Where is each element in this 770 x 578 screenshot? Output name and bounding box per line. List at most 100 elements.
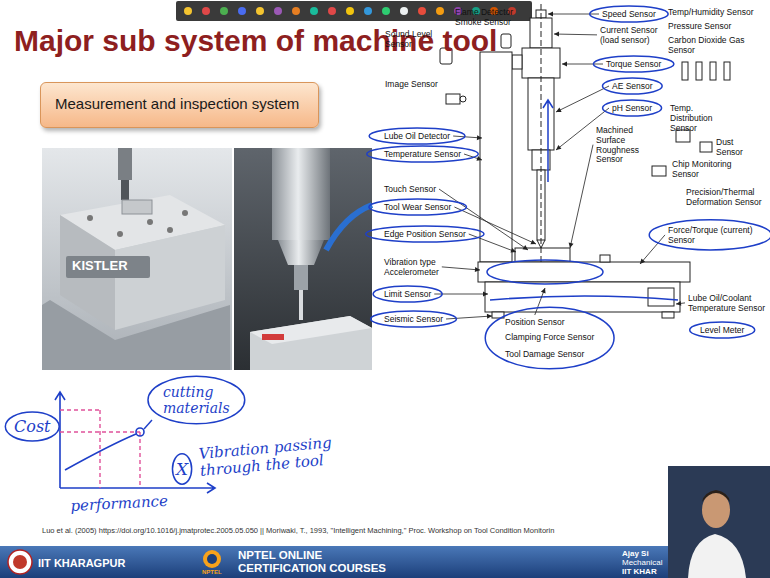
sensor-label: Vibration type Accelerometer bbox=[384, 257, 439, 277]
spindle-photo bbox=[234, 148, 372, 370]
sensor-label: Chip Monitoring Sensor bbox=[672, 159, 732, 179]
handwritten-circle bbox=[148, 376, 245, 424]
machine-tool-drawing bbox=[648, 288, 674, 306]
presenter-webcam bbox=[688, 534, 746, 578]
machine-tool-drawing bbox=[682, 62, 688, 80]
spindle-photo bbox=[272, 148, 330, 240]
dynamometer-photo bbox=[182, 210, 188, 216]
sensor-label: Touch Sensor bbox=[384, 185, 468, 195]
pen-toolbar bbox=[202, 7, 210, 15]
sensor-label: Tool Damage Sensor bbox=[505, 350, 605, 360]
handwritten-note: Vibration passing through the tool bbox=[198, 433, 332, 480]
presenter-name: Ajay Si bbox=[622, 549, 672, 558]
footer-text: NPTEL ONLINE CERTIFICATION COURSES bbox=[238, 549, 386, 574]
sensor-label: Tool Damage Sensor bbox=[505, 349, 584, 359]
machine-tool-drawing bbox=[652, 166, 666, 176]
sensor-label: Chip Monitoring Sensor bbox=[672, 160, 742, 180]
sensor-label: Level Meter bbox=[700, 325, 744, 335]
sensor-label: Dust Sensor bbox=[716, 138, 756, 158]
sensor-label: Limit Sensor bbox=[384, 289, 431, 299]
sensor-label: Vibration type Accelerometer bbox=[384, 258, 450, 278]
handwritten-marks bbox=[487, 260, 603, 284]
pen-toolbar bbox=[220, 7, 228, 15]
handwritten-circle bbox=[690, 322, 755, 338]
sensor-label: Flame Detector Smoke Sensor bbox=[455, 8, 521, 28]
leader-arrowhead bbox=[548, 12, 553, 17]
footer-bar bbox=[0, 546, 770, 578]
photo-text: KISTLER bbox=[72, 258, 128, 273]
sensor-label: Force/Torque (current) Sensor bbox=[668, 226, 766, 246]
handwritten-note: X bbox=[176, 460, 196, 480]
handwritten-note: cutting materials bbox=[163, 384, 230, 416]
dynamometer-photo bbox=[121, 180, 129, 200]
leader-arrowhead bbox=[541, 288, 546, 294]
handwritten-circle bbox=[371, 311, 457, 327]
footer-bar bbox=[203, 550, 221, 568]
citation: Luo et al. (2005) https://doi.org/10.101… bbox=[42, 526, 554, 535]
cost-performance-sketch bbox=[60, 410, 140, 488]
pen-toolbar bbox=[310, 7, 318, 15]
dynamometer-photo bbox=[147, 219, 153, 225]
sensor-label: Temperature Sensor bbox=[384, 150, 468, 160]
handwritten-note: cutting materials bbox=[163, 384, 229, 416]
leader-line bbox=[548, 14, 599, 15]
machine-tool-drawing bbox=[480, 52, 512, 262]
machine-tool-drawing bbox=[478, 262, 690, 282]
sensor-label: Force/Torque (current) Sensor bbox=[668, 225, 753, 245]
cost-performance-sketch bbox=[65, 434, 136, 470]
machine-tool-drawing bbox=[446, 94, 460, 104]
dynamometer-photo bbox=[42, 148, 232, 370]
sensor-label: Temp/Humidity Sensor bbox=[668, 7, 754, 17]
sensor-label: Clamping Force Sensor bbox=[505, 333, 605, 343]
sensor-label: Tool Wear Sensor bbox=[384, 203, 468, 213]
leader-line bbox=[570, 145, 593, 248]
sensor-label: Machined Surface Roughness Sensor bbox=[596, 126, 650, 165]
presenter-name: Ajay Si bbox=[622, 549, 649, 558]
leader-arrowhead bbox=[640, 259, 645, 264]
leader-arrowhead bbox=[476, 156, 482, 161]
leader-arrowhead bbox=[569, 243, 574, 248]
spindle-photo bbox=[326, 205, 372, 250]
pen-toolbar bbox=[382, 7, 390, 15]
pen-toolbar bbox=[400, 7, 408, 15]
machine-tool-drawing bbox=[501, 34, 511, 48]
machine-tool-drawing bbox=[512, 55, 522, 69]
pen-toolbar bbox=[418, 7, 426, 15]
dynamometer-photo bbox=[117, 231, 123, 237]
pen-toolbar bbox=[184, 7, 192, 15]
pen-toolbar bbox=[436, 7, 444, 15]
leader-arrowhead bbox=[554, 32, 559, 37]
cost-performance-sketch bbox=[136, 428, 144, 436]
sensor-label: Temp. Distribution Sensor bbox=[670, 103, 713, 133]
leader-line bbox=[556, 86, 609, 112]
leader-arrowhead bbox=[530, 240, 536, 245]
presenter-name: IIT KHAR bbox=[622, 567, 672, 576]
machine-tool-drawing bbox=[600, 255, 610, 262]
handwritten-circle bbox=[366, 226, 484, 242]
sensor-label: Edge Position Sensor bbox=[384, 229, 466, 239]
spindle-photo bbox=[250, 316, 372, 370]
presenter-name: Mechanical bbox=[622, 558, 662, 567]
spindle-photo bbox=[262, 334, 284, 340]
handwritten-circle bbox=[603, 100, 662, 116]
footer-bar bbox=[8, 550, 32, 574]
leader-line bbox=[469, 234, 516, 252]
machine-tool-drawing bbox=[541, 4, 542, 262]
footer-text: NPTEL bbox=[202, 569, 222, 575]
handwritten-circle bbox=[369, 199, 467, 215]
machine-tool-drawing bbox=[724, 62, 730, 80]
spindle-photo bbox=[234, 148, 372, 370]
leader-arrowhead bbox=[556, 108, 562, 112]
leader-arrowhead bbox=[487, 314, 492, 319]
handwritten-circle bbox=[172, 454, 191, 484]
sensor-label: Temp/Humidity Sensor bbox=[668, 8, 768, 18]
presenter-name: Mechanical bbox=[622, 558, 672, 567]
sensor-label: Torque Sensor bbox=[606, 59, 661, 69]
sensor-label: Current Sensor (load sensor) bbox=[600, 25, 658, 45]
sensor-label: pH Sensor bbox=[612, 103, 652, 113]
footer-text: IIT KHARAGPUR bbox=[38, 557, 148, 570]
sensor-label: pH Sensor bbox=[612, 104, 662, 114]
presenter-webcam bbox=[668, 466, 770, 578]
sensor-label: Pressure Sensor bbox=[668, 22, 768, 32]
leader-line bbox=[442, 267, 480, 270]
